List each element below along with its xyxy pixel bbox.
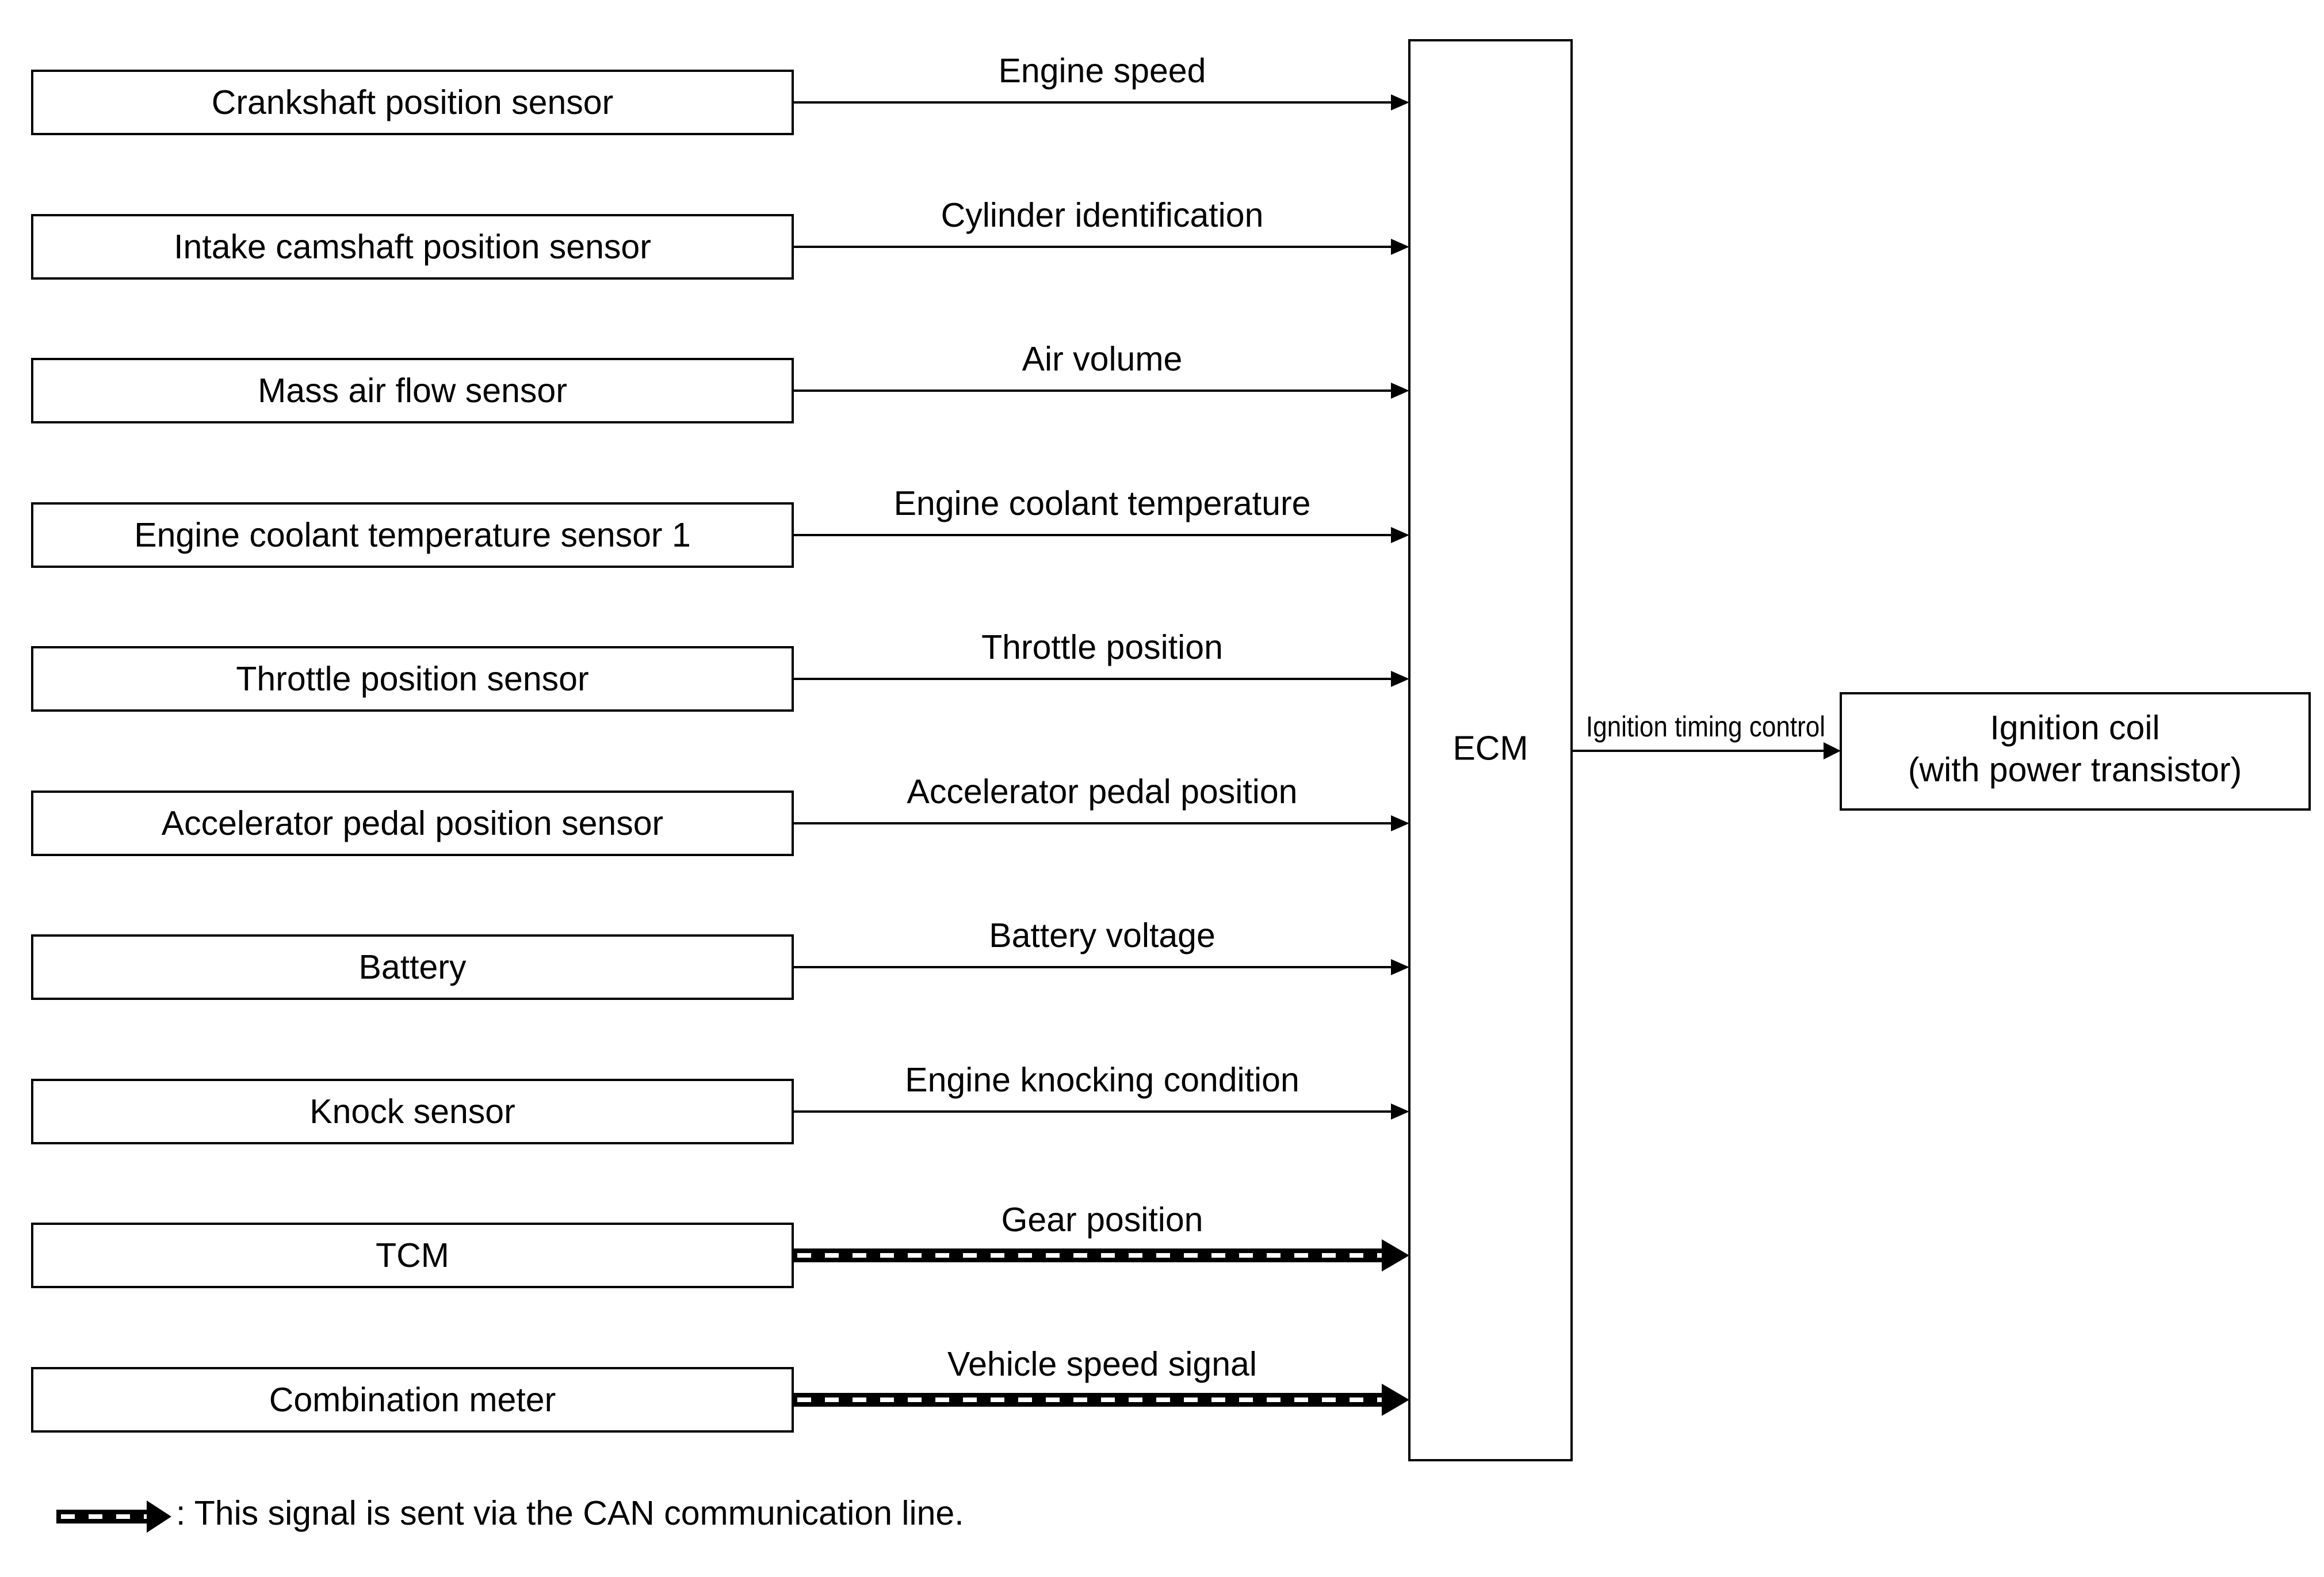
signal-label: Engine coolant temperature — [894, 484, 1311, 522]
input-label: Mass air flow sensor — [258, 372, 567, 410]
input-row: Combination meter Vehicle speed signal — [31, 1345, 1409, 1433]
input-box — [31, 70, 794, 135]
signal-label: Air volume — [1022, 340, 1183, 378]
input-row: Engine coolant temperature sensor 1 Engin… — [31, 484, 1409, 568]
input-label: TCM — [376, 1236, 449, 1274]
signal-label: Gear position — [1002, 1201, 1203, 1239]
input-row: Accelerator pedal position sensor Acceler… — [31, 773, 1409, 856]
signal-label: Throttle position — [981, 628, 1223, 666]
input-row: Mass air flow sensor Air volume — [31, 340, 1409, 423]
arrow-head — [1391, 527, 1409, 543]
input-box — [31, 934, 794, 1000]
arrow-head — [1382, 1239, 1409, 1271]
input-row: Throttle position sensor Throttle positio… — [31, 628, 1409, 712]
ignition-coil-label: Ignition coil — [1990, 709, 2159, 747]
arrow-head — [1391, 94, 1409, 110]
input-label: Battery — [359, 948, 467, 986]
input-rows: Crankshaft position sensor Engine speedIn… — [31, 52, 1409, 1433]
legend: : This signal is sent via the CAN commun… — [56, 1494, 964, 1533]
input-label: Accelerator pedal position sensor — [162, 804, 663, 842]
input-row: Intake camshaft position sensor Cylinder … — [31, 196, 1409, 280]
signal-label: Engine knocking condition — [905, 1061, 1299, 1099]
input-box — [31, 1223, 794, 1288]
arrow-head — [1391, 815, 1409, 831]
input-box — [31, 1367, 794, 1433]
arrow-head — [1391, 383, 1409, 399]
arrow-head — [1391, 671, 1409, 687]
signal-label: Vehicle speed signal — [947, 1345, 1257, 1383]
input-label: Combination meter — [269, 1381, 556, 1419]
ignition-timing-control-label: Ignition timing control — [1586, 711, 1825, 743]
arrow-head — [1391, 959, 1409, 975]
ignition-timing-control-arrow: Ignition timing control — [1572, 711, 1841, 759]
input-label: Knock sensor — [309, 1093, 515, 1131]
signal-label: Engine speed — [999, 52, 1206, 90]
signal-label: Battery voltage — [989, 917, 1215, 954]
legend-text: : This signal is sent via the CAN commun… — [176, 1494, 964, 1532]
ignition-coil-block: Ignition coil (with power transistor) — [1840, 692, 2311, 811]
arrow-head — [1391, 239, 1409, 255]
input-box — [31, 502, 794, 568]
arrow-head — [1382, 1384, 1409, 1416]
input-box — [31, 358, 794, 423]
input-label: Intake camshaft position sensor — [174, 228, 651, 266]
input-row: TCM Gear position — [31, 1201, 1409, 1288]
signal-label: Cylinder identification — [941, 196, 1264, 234]
ecm-label: ECM — [1452, 730, 1528, 768]
input-row: Battery Battery voltage — [31, 917, 1409, 1000]
ecm-block: ECM — [1408, 39, 1573, 1461]
arrow-head — [1391, 1103, 1409, 1120]
input-label: Throttle position sensor — [236, 660, 588, 698]
input-label: Engine coolant temperature sensor 1 — [134, 516, 691, 554]
input-row: Knock sensor Engine knocking condition — [31, 1061, 1409, 1144]
power-transistor-label: (with power transistor) — [1908, 751, 2242, 789]
signal-label: Accelerator pedal position — [907, 773, 1298, 811]
input-label: Crankshaft position sensor — [212, 83, 614, 121]
input-row: Crankshaft position sensor Engine speed — [31, 52, 1409, 135]
input-box — [31, 214, 794, 280]
